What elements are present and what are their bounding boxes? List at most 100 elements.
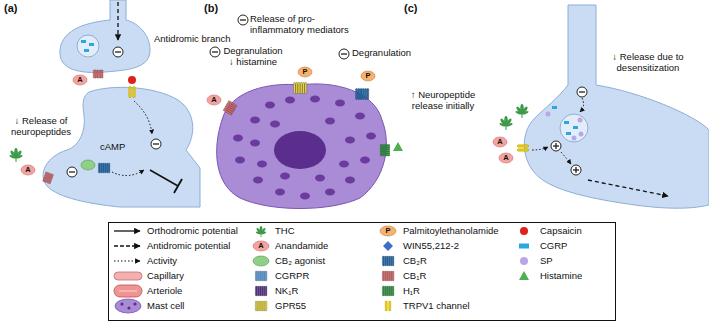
nucleus [274,131,326,169]
inhibition-line [150,170,178,186]
legend-orthodromic [114,230,140,231]
granule [335,100,345,107]
antidromic-arrow [588,180,668,196]
legend-letter: P [382,226,394,236]
activity-arrow [561,152,571,164]
legend-label: CGRP [540,240,567,251]
legend-anandamide [253,241,269,251]
legend-label: Palmitoylethanolamide [403,225,499,236]
sp-molecule [579,132,584,137]
granule [325,118,335,125]
thc-leaf [499,116,513,130]
legend-h1r [382,286,393,296]
legend-label: Capsaicin [540,225,582,236]
legend-label: CB₁R [403,270,426,281]
vesicle [560,114,588,142]
antidromic-arrow [117,2,118,40]
inhibition-sign [113,47,123,57]
granule [285,97,295,104]
panel-label: (b) [204,2,218,15]
legend-activity [114,260,140,261]
thc-leaf [9,148,23,162]
inhibition-sign [151,139,161,149]
inhibition-bar [174,179,182,193]
legend-capsaicin [520,227,528,235]
palmitoylethanolamide [298,67,312,77]
granule [235,157,245,164]
legend-label: H₁R [403,285,420,296]
histamine [393,142,403,151]
legend-arteriole [114,285,142,297]
legend-label: NK₁R [275,285,298,296]
anandamide [73,75,87,85]
sp-molecule [572,136,577,141]
panel-label: (c) [404,2,417,15]
legend-label: Activity [147,255,177,266]
palmitoylethanolamide [361,71,375,81]
sp-molecule [578,118,583,123]
thc-leaf [515,104,529,118]
legend-mast-cell [115,299,141,313]
legend-nk1r [255,286,266,296]
legend-cb2r [382,256,393,266]
inhibition-sign [210,47,220,57]
legend-pea [380,226,396,236]
gpr55-receptor [294,82,307,93]
granule [250,117,260,124]
neuron-terminal [60,0,150,72]
cgrp-molecule [564,121,569,124]
activity-arrow [112,170,144,176]
ligand-letter: A [74,75,86,85]
granules [233,96,376,200]
granule [275,189,285,196]
legend-label: GPR55 [275,300,306,311]
legend-granule [127,306,130,309]
granule [345,177,355,184]
legend-label: CB₂R [403,255,427,266]
granule [300,193,310,200]
anandamide [499,153,513,163]
trpv1-channel [129,86,135,97]
legend-granule [133,302,136,305]
h1-receptor [380,144,390,155]
messenger-label: cAMP [100,142,125,153]
excitation-sign [551,141,561,151]
granule [366,133,376,140]
effect-label: Release of pro-inflammatory mediators [250,14,360,36]
granule [325,189,335,196]
granule [315,175,325,182]
activity-arrow [532,147,548,150]
granule [265,102,275,109]
inhibition-sign [238,15,248,25]
legend-granule [120,302,123,305]
granule [280,173,290,180]
legend-label: CB₂ agonist [275,255,325,266]
granule [345,137,355,144]
granule [310,96,320,103]
effect-label: Degranulation ↓ histamine [222,46,284,68]
legend-arteriole-stripe [119,291,137,292]
legend-sp [520,257,528,265]
granule [250,140,260,147]
legend-cb2-agonist [253,256,269,266]
legend-cb1r [382,271,393,281]
neuron-terminal [524,5,709,208]
granule [360,157,370,164]
anandamide [207,95,221,105]
legend-label: Capillary [147,270,184,281]
capsaicin [128,76,136,84]
inhibition-sign [339,49,349,59]
legend-cgrpr [255,271,266,281]
legend-label: TRPV1 channel [403,300,470,311]
legend-label: Mast cell [147,300,184,311]
granule [270,121,280,128]
granule [355,113,365,120]
cgrp-molecule [552,106,557,109]
effect-label: Degranulation [352,48,411,59]
branch-label: Antidromic branch [154,34,231,45]
legend-capillary [114,272,142,280]
legend-label: THC [275,225,295,236]
legend-label: Antidromic potential [147,240,230,251]
ligand-letter: A [208,95,220,105]
panel-label: (a) [4,2,17,15]
